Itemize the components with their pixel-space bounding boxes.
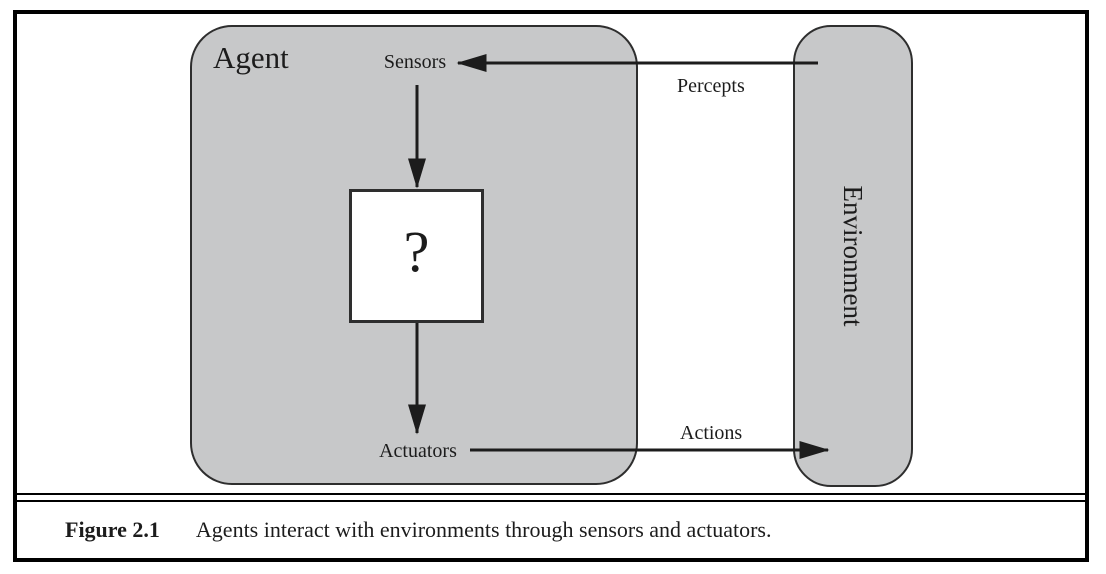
figure-frame: Agent Sensors Percepts ? Actuators Actio…: [13, 10, 1089, 562]
agent-label: Agent: [213, 40, 289, 75]
actuators-label: Actuators: [379, 440, 457, 462]
agent-environment-diagram: Agent Sensors Percepts ? Actuators Actio…: [17, 14, 1085, 493]
figure-caption: Figure 2.1 Agents interact with environm…: [17, 502, 1085, 558]
environment-label: Environment: [838, 185, 868, 327]
agent-program-symbol: ?: [403, 219, 430, 284]
figure-caption-text: Agents interact with environments throug…: [195, 517, 772, 542]
figure-caption-number: Figure 2.1: [65, 517, 160, 542]
sensors-label: Sensors: [383, 51, 447, 73]
environment-box: [793, 25, 913, 487]
percepts-label: Percepts: [677, 75, 745, 97]
caption-separator-rule: [17, 493, 1085, 502]
actions-label: Actions: [680, 422, 743, 444]
agent-program-box: ?: [349, 189, 484, 323]
